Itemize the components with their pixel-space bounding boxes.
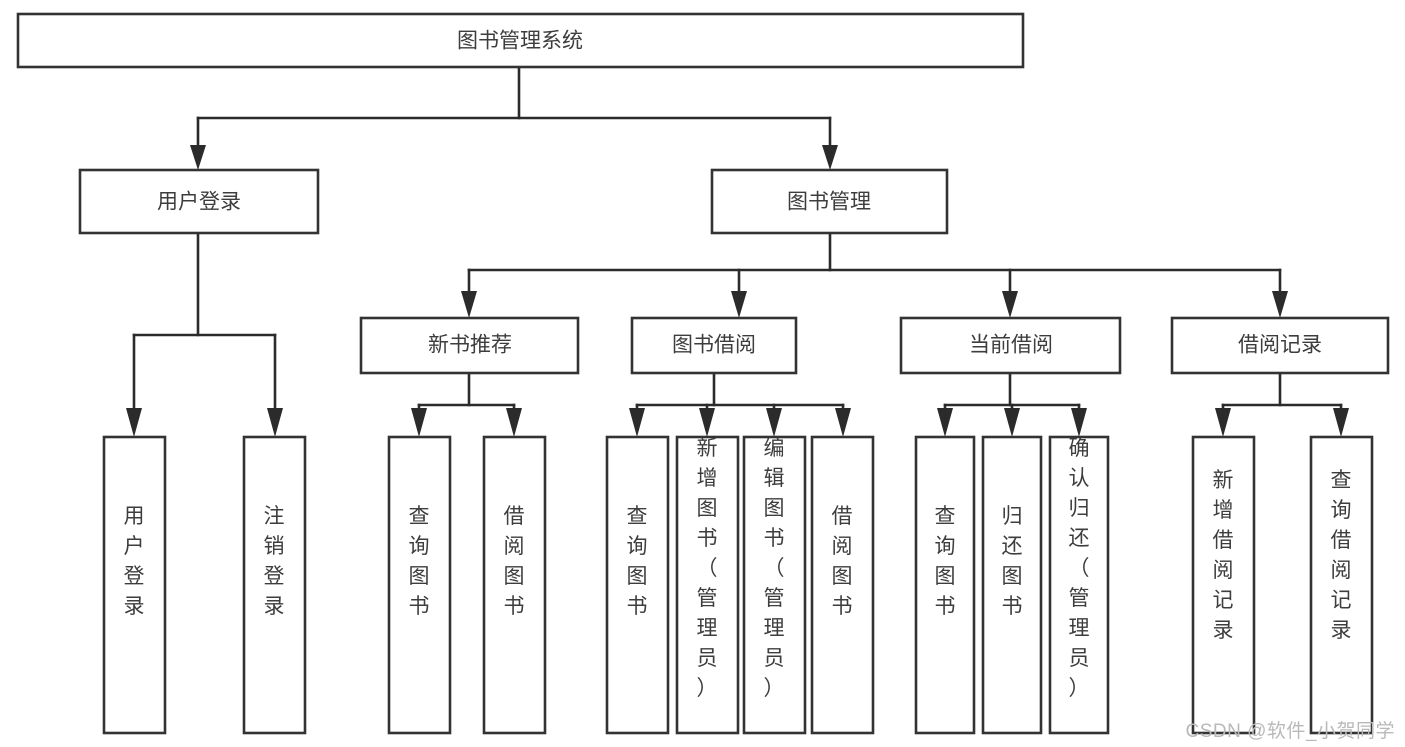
arrow-new-book-leaf-1 (411, 408, 427, 437)
arrow-borrow-record-leaf-2 (1333, 408, 1349, 437)
node-user-login-label: 用户登录 (157, 191, 241, 214)
arrow-current-borrow-leaf-2 (1004, 408, 1020, 437)
leaf-borrow-borrow-book-box[interactable] (810, 435, 875, 735)
leaf-record-add-box[interactable] (1191, 435, 1256, 735)
leaf-node[interactable]: 编辑图书（管理员） (742, 435, 807, 735)
leaf-current-return-box[interactable] (981, 435, 1043, 735)
leaf-borrow-query-box[interactable] (605, 435, 670, 735)
arrow-root-to-book-mgmt (822, 145, 838, 170)
node-book-management-label: 图书管理 (787, 191, 871, 214)
leaf-current-return-label: 归还图书 (1002, 505, 1023, 618)
arrow-current-borrow-leaf-3 (1071, 408, 1087, 437)
leaf-recommend-query-label: 查询图书 (409, 505, 430, 618)
leaf-borrow-add-book-label: 新增图书（管理员） (697, 437, 718, 700)
connector-group-book-mgmt (461, 231, 1288, 318)
leaf-current-confirm-return-label: 确认归还（管理员） (1069, 437, 1090, 700)
leaf-node[interactable]: 确认归还（管理员） (1048, 435, 1110, 735)
node-user-login-box[interactable] (78, 168, 320, 235)
leaf-node[interactable]: 新增图书（管理员） (675, 435, 740, 735)
leaf-user-login-box[interactable] (102, 435, 167, 735)
leaf-borrow-borrow-book-label: 借阅图书 (832, 505, 853, 618)
node-root[interactable]: 图书管理系统 (16, 12, 1025, 69)
node-new-book-recommend-label: 新书推荐 (428, 334, 512, 357)
node-current-borrow-box[interactable] (899, 316, 1122, 375)
arrow-borrow-record-leaf-1 (1215, 408, 1231, 437)
leaf-node[interactable]: 查询借阅记录 (1309, 435, 1374, 735)
arrow-root-to-user-login (190, 145, 206, 170)
leaf-current-query-label: 查询图书 (935, 505, 956, 618)
node-root-label: 图书管理系统 (457, 30, 583, 53)
node-book-management-box[interactable] (710, 168, 949, 235)
connector-group-root (190, 65, 838, 170)
leaf-node[interactable]: 用户登录 (102, 435, 167, 735)
arrow-book-mgmt-child-1 (461, 291, 477, 318)
node-current-borrow-label: 当前借阅 (969, 334, 1053, 357)
leaf-recommend-borrow-label: 借阅图书 (504, 505, 525, 618)
arrow-book-mgmt-child-3 (1002, 291, 1018, 318)
leaf-node[interactable]: 查询图书 (387, 435, 452, 735)
leaf-record-query-box[interactable] (1309, 435, 1374, 735)
arrow-book-borrow-leaf-4 (835, 408, 851, 437)
node-book-borrow-box[interactable] (630, 316, 798, 375)
leaf-borrow-edit-book-label: 编辑图书（管理员） (764, 437, 785, 700)
leaf-node[interactable]: 借阅图书 (810, 435, 875, 735)
leaf-node[interactable]: 注销登录 (242, 435, 307, 735)
leaf-logout-label: 注销登录 (264, 505, 285, 618)
node-new-book-recommend[interactable]: 新书推荐 (359, 316, 580, 375)
node-borrow-record-label: 借阅记录 (1238, 334, 1322, 357)
arrow-user-login-leaf-2 (267, 408, 283, 437)
leaf-recommend-borrow-box[interactable] (482, 435, 547, 735)
leaf-record-query-label: 查询借阅记录 (1331, 469, 1352, 642)
node-borrow-record-box[interactable] (1170, 316, 1390, 375)
leaf-node[interactable]: 归还图书 (981, 435, 1043, 735)
leaf-user-login-label: 用户登录 (124, 505, 145, 618)
connector-group-borrow-record (1215, 371, 1349, 437)
connector-group-user-login (126, 231, 283, 437)
connector-group-current-borrow (937, 371, 1087, 437)
arrow-book-mgmt-child-2 (731, 291, 747, 318)
arrow-new-book-leaf-2 (506, 408, 522, 437)
csdn-watermark: CSDN @软件_小贺同学 (1185, 721, 1395, 742)
leaf-node[interactable]: 查询图书 (914, 435, 976, 735)
arrow-book-borrow-leaf-2 (699, 408, 715, 437)
connector-group-book-borrow (629, 371, 851, 437)
arrow-current-borrow-leaf-1 (937, 408, 953, 437)
leaf-logout-box[interactable] (242, 435, 307, 735)
node-book-borrow[interactable]: 图书借阅 (630, 316, 798, 375)
leaf-borrow-query-label: 查询图书 (627, 505, 648, 618)
leaf-node[interactable]: 新增借阅记录 (1191, 435, 1256, 735)
connector-group-new-book (411, 371, 522, 437)
node-user-login[interactable]: 用户登录 (78, 168, 320, 235)
arrow-book-borrow-leaf-1 (629, 408, 645, 437)
leaf-node[interactable]: 查询图书 (605, 435, 670, 735)
arrow-book-borrow-leaf-3 (766, 408, 782, 437)
leaf-node[interactable]: 借阅图书 (482, 435, 547, 735)
node-book-management[interactable]: 图书管理 (710, 168, 949, 235)
node-borrow-record[interactable]: 借阅记录 (1170, 316, 1390, 375)
arrow-book-mgmt-child-4 (1272, 291, 1288, 318)
leaf-record-add-label: 新增借阅记录 (1213, 469, 1234, 642)
leaf-current-confirm-return-box[interactable] (1048, 435, 1110, 735)
arrow-user-login-leaf-1 (126, 408, 142, 437)
leaf-current-query-box[interactable] (914, 435, 976, 735)
node-new-book-recommend-box[interactable] (359, 316, 580, 375)
leaf-borrow-add-book-box[interactable] (675, 435, 740, 735)
node-root-box[interactable] (16, 12, 1025, 69)
node-book-borrow-label: 图书借阅 (672, 334, 756, 357)
leaf-borrow-edit-book-box[interactable] (742, 435, 807, 735)
leaf-recommend-query-box[interactable] (387, 435, 452, 735)
node-current-borrow[interactable]: 当前借阅 (899, 316, 1122, 375)
